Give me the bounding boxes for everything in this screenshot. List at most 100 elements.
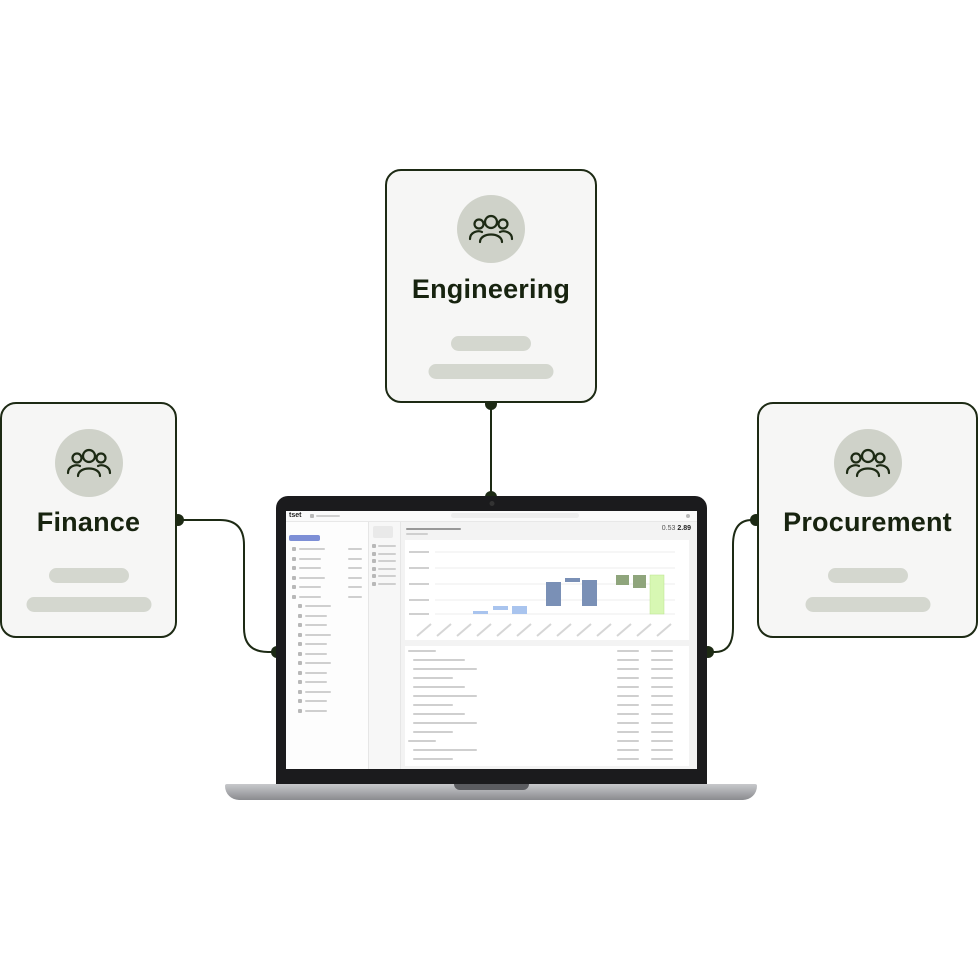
- table-row-value: [617, 704, 639, 706]
- laptop-base: [225, 784, 757, 800]
- tree-node-icon: [292, 566, 296, 570]
- connector-finance: [178, 519, 277, 653]
- table-row-value: [617, 758, 639, 760]
- waterfall-bar: [493, 606, 508, 610]
- sidebar-tree-item[interactable]: [299, 567, 321, 569]
- table-row-label[interactable]: [413, 704, 453, 706]
- table-row-label[interactable]: [413, 677, 453, 679]
- subnav-item[interactable]: [378, 545, 396, 547]
- subnav-icon: [372, 544, 376, 548]
- x-axis-tick-labels: [416, 623, 672, 637]
- search-input[interactable]: [451, 513, 579, 518]
- table-row-value: [617, 740, 639, 742]
- part-thumbnail: [373, 526, 393, 538]
- team-title: Finance: [36, 507, 141, 537]
- sidebar-tree-item[interactable]: [299, 576, 325, 579]
- table-row-label[interactable]: [413, 749, 477, 751]
- menu-icon[interactable]: [310, 514, 314, 518]
- settings-icon[interactable]: [686, 514, 690, 518]
- sidebar-tree-item[interactable]: [305, 605, 331, 607]
- app-main: 0.53 2.89: [401, 522, 697, 769]
- sidebar-tree-item[interactable]: [299, 595, 321, 598]
- page-subtitle: [406, 533, 428, 535]
- sidebar-tree-item[interactable]: [299, 586, 321, 588]
- waterfall-bar: [582, 580, 597, 606]
- cost-value: 0.53 2.89: [661, 525, 691, 532]
- sidebar-tree-item[interactable]: [305, 633, 331, 636]
- team-icon: [833, 429, 902, 497]
- subnav-item[interactable]: [378, 567, 396, 570]
- subnav-item[interactable]: [378, 575, 396, 577]
- app-subnav: [369, 522, 401, 769]
- table-row-label[interactable]: [413, 722, 477, 724]
- table-row-value: [651, 713, 673, 715]
- subnav-item[interactable]: [378, 560, 396, 562]
- tree-node-icon: [298, 689, 302, 694]
- table-row-value: [651, 686, 673, 688]
- app-logo: tset: [289, 512, 302, 519]
- table-row-label[interactable]: [413, 695, 477, 697]
- tree-node-icon: [292, 547, 296, 551]
- table-row-label[interactable]: [413, 668, 477, 670]
- sidebar-tree-value: [348, 595, 362, 598]
- tree-node-icon: [298, 604, 302, 608]
- placeholder-bar: [48, 568, 129, 583]
- tree-node-icon: [298, 642, 302, 646]
- table-row-label[interactable]: [413, 731, 453, 733]
- table-row-label[interactable]: [408, 650, 436, 652]
- table-row-value: [617, 731, 639, 733]
- table-row-value: [651, 659, 673, 661]
- table-row-value: [617, 695, 639, 697]
- table-row-label[interactable]: [413, 713, 465, 715]
- table-row-value: [651, 695, 673, 697]
- sidebar-tree-item[interactable]: [305, 643, 327, 645]
- sidebar-tree-value: [348, 586, 362, 588]
- sidebar-tree-item[interactable]: [305, 700, 327, 702]
- tree-node-icon: [292, 594, 296, 599]
- sidebar-tree-value: [348, 548, 362, 550]
- sidebar-tree-item[interactable]: [305, 624, 327, 626]
- placeholder-bar: [451, 336, 531, 351]
- placeholder-bar: [827, 568, 908, 583]
- tree-node-icon: [298, 651, 302, 656]
- subnav-item[interactable]: [378, 582, 396, 585]
- sidebar-tree-value: [348, 567, 362, 569]
- sidebar-tree-item[interactable]: [305, 662, 331, 664]
- app-sidebar: [286, 522, 369, 769]
- team-title: Procurement: [783, 507, 952, 537]
- sidebar-tree-item[interactable]: [305, 614, 327, 617]
- tree-node-icon: [292, 556, 296, 561]
- table-row-value: [651, 731, 673, 733]
- waterfall-chart: [405, 540, 689, 640]
- sidebar-tree-item[interactable]: [299, 548, 325, 550]
- laptop-notch: [454, 784, 529, 790]
- tree-node-icon: [298, 613, 302, 618]
- sidebar-tree-item[interactable]: [305, 652, 327, 655]
- sidebar-tree-item[interactable]: [299, 557, 321, 560]
- team-card-engineering: Engineering: [385, 169, 597, 403]
- table-row-value: [651, 758, 673, 760]
- workspace-label[interactable]: [316, 515, 340, 517]
- table-row-value: [651, 722, 673, 724]
- table-row-value: [651, 650, 673, 652]
- table-row-label[interactable]: [413, 686, 465, 688]
- subnav-icon: [372, 581, 376, 586]
- subnav-item[interactable]: [378, 552, 396, 555]
- table-row-label[interactable]: [413, 758, 453, 760]
- sidebar-tree-item[interactable]: [305, 681, 327, 683]
- connector-procurement: [708, 519, 756, 653]
- waterfall-bar: [616, 575, 629, 585]
- sidebar-tree-item[interactable]: [305, 690, 331, 693]
- app-screenshot: tset 0.53 2.89: [286, 511, 697, 769]
- sidebar-tree-item[interactable]: [305, 709, 327, 712]
- waterfall-bar: [512, 606, 527, 614]
- table-row-label[interactable]: [408, 740, 436, 742]
- table-row-value: [617, 677, 639, 679]
- table-row-label[interactable]: [413, 659, 465, 661]
- tree-node-icon: [292, 585, 296, 589]
- primary-button[interactable]: [289, 535, 320, 541]
- sidebar-tree-item[interactable]: [305, 671, 327, 674]
- app-topbar: tset: [286, 511, 697, 522]
- waterfall-bar: [565, 578, 580, 582]
- sidebar-tree-value: [348, 557, 362, 560]
